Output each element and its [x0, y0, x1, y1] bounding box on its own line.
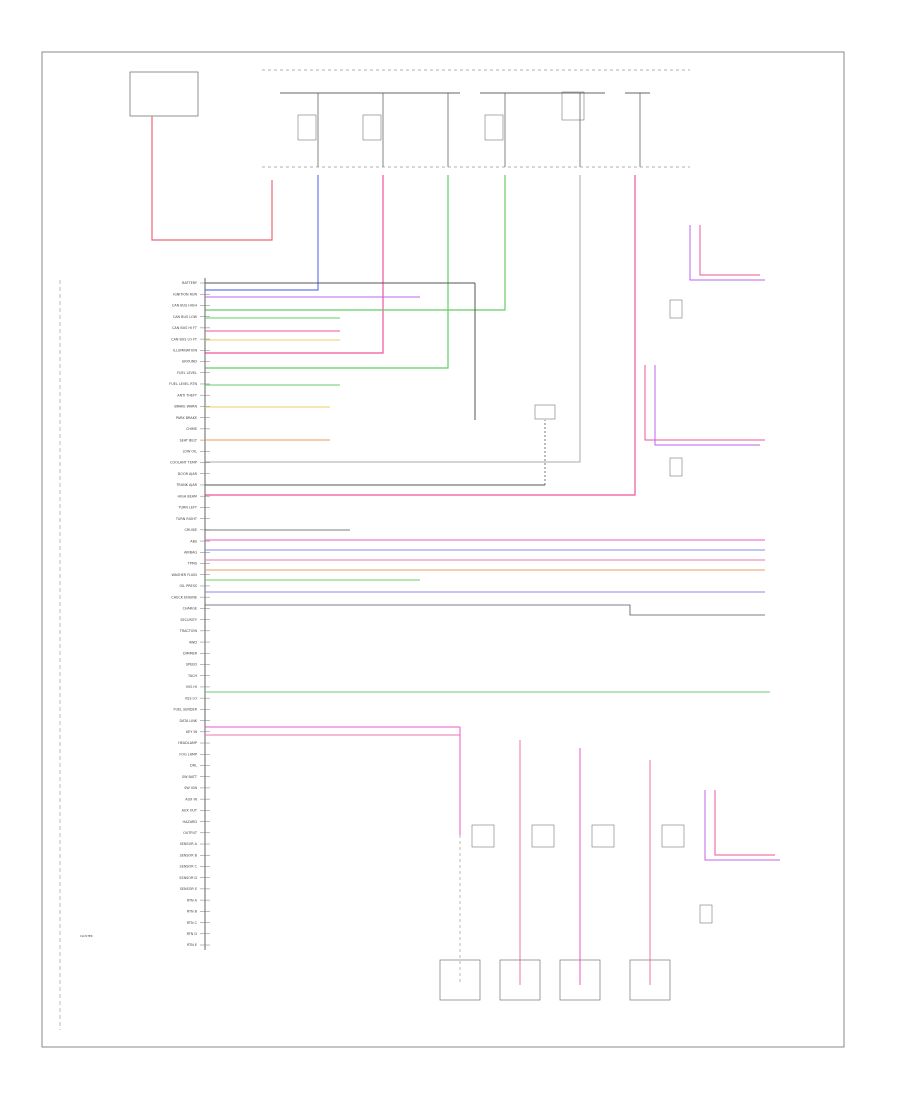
cluster-pin-label: CHARGE — [183, 607, 197, 611]
cluster-pin-label: VSS HI — [186, 685, 197, 689]
cluster-pin-label: CAN BUS LOW — [173, 315, 198, 319]
cluster-pin-label: CAN BUS LO FT — [171, 337, 198, 341]
cluster-pin-label: BRAKE WARN — [174, 405, 197, 409]
cluster-pin-label: OUTPUT — [183, 831, 198, 835]
cluster-pin-label: SENSOR C — [180, 865, 198, 869]
cluster-pin-label: HEADLAMP — [178, 741, 197, 745]
cluster-pin-label: ILLUMINATION — [173, 349, 197, 353]
diagram-border — [41, 51, 845, 1048]
cluster-pin-label: TURN RIGHT — [175, 517, 198, 521]
cluster-pin-label: SENSOR A — [180, 842, 198, 846]
cluster-pin-label: FUEL SENDER — [174, 708, 198, 712]
cluster-pin-label: TACH — [187, 674, 197, 678]
cluster-pin-label: AIRBAG — [184, 550, 197, 554]
cluster-pin-label: AUX IN — [185, 797, 197, 801]
cluster-pin-label: KEY IN — [186, 730, 198, 734]
cluster-pin-label: CHIME — [186, 427, 197, 431]
cluster-pin-label: BATTERY — [182, 281, 198, 285]
wire-blue-fuse — [205, 175, 319, 291]
cluster-pin-label: RTN B — [187, 910, 198, 914]
cluster-pin-label: SENSOR D — [179, 876, 197, 880]
bus-wires — [205, 282, 770, 736]
cluster-pin-label: SW IGN — [184, 786, 197, 790]
cluster-pin-label: DIMMER — [183, 651, 198, 655]
cluster-pin-label: OIL PRESS — [180, 584, 197, 588]
right-components — [644, 225, 780, 924]
wire-pink-long — [205, 175, 636, 496]
wire-green-fuse1 — [205, 175, 449, 369]
fuse-panel — [262, 69, 690, 168]
cluster-pin-label: TPMS — [187, 562, 197, 566]
cluster-pin-label: FOG LAMP — [179, 752, 197, 756]
wire-red-battery — [151, 116, 273, 241]
cluster-pin-label: WASHER FLUID — [171, 573, 197, 577]
wire-gray-fuse — [205, 175, 581, 463]
cluster-pin-label: CRUISE — [185, 528, 198, 532]
cluster-pin-label: CAN BUS HI FT — [172, 326, 198, 330]
wire-pink-fuse — [205, 175, 384, 354]
module-label: CLUSTER — [80, 934, 93, 938]
cluster-pin-label: PARK BRAKE — [176, 416, 197, 420]
bottom-sensors — [439, 727, 685, 1001]
cluster-pin-label: ABS — [190, 539, 197, 543]
wire-green-fuse2 — [205, 175, 506, 311]
cluster-pin-label: 4WD — [189, 640, 198, 644]
cluster-pin-label: SENSOR B — [180, 853, 198, 857]
cluster-pin-label: RTN C — [187, 921, 198, 925]
cluster-pin-label: DRL — [190, 764, 197, 768]
cluster-pin-label: FUEL LEVEL RTN — [169, 382, 197, 386]
cluster-pin-label: DATA LINK — [180, 719, 198, 723]
cluster-pin-label: RTN D — [187, 932, 198, 936]
cluster-pin-label: RTN E — [187, 943, 197, 947]
cluster-pin-label: TRUNK AJAR — [175, 483, 197, 487]
cluster-pin-label: HAZARD — [183, 820, 198, 824]
cluster-pin-label: GROUND — [182, 360, 198, 364]
cluster-pin-label: SPEED — [186, 663, 197, 667]
cluster-pin-label: TRACTION — [179, 629, 198, 633]
cluster-pin-label: LOW OIL — [183, 450, 198, 454]
cluster-pin-label: HIGH BEAM — [177, 494, 197, 498]
cluster-pin-label: VSS LO — [185, 696, 197, 700]
cluster-pin-label: DOOR AJAR — [178, 472, 198, 476]
cluster-pins: BATTERY IGNITION RUN CAN BUS HIGH CAN BUS L… — [169, 281, 210, 947]
cluster-pin-label: COOLANT TEMP — [170, 461, 197, 465]
power-distribution-box — [129, 71, 199, 117]
cluster-pin-label: SENSOR E — [180, 887, 197, 891]
cluster-pin-label: SW BATT — [182, 775, 198, 779]
cluster-pin-label: ANTI THEFT — [177, 393, 198, 397]
cluster-pin-label: FUEL LEVEL — [177, 371, 197, 375]
cluster-pin-label: SEAT BELT — [180, 438, 198, 442]
cluster-pin-label: CHECK ENGINE — [171, 595, 197, 599]
cluster-pin-label: AUX OUT — [182, 809, 198, 813]
cluster-pin-label: RTN A — [187, 898, 198, 902]
cluster-pin-label: TURN LEFT — [177, 506, 197, 510]
cluster-pin-label: SECURITY — [180, 618, 198, 622]
cluster-pin-label: IGNITION RUN — [173, 292, 197, 296]
cluster-pin-label: CAN BUS HIGH — [172, 304, 198, 308]
